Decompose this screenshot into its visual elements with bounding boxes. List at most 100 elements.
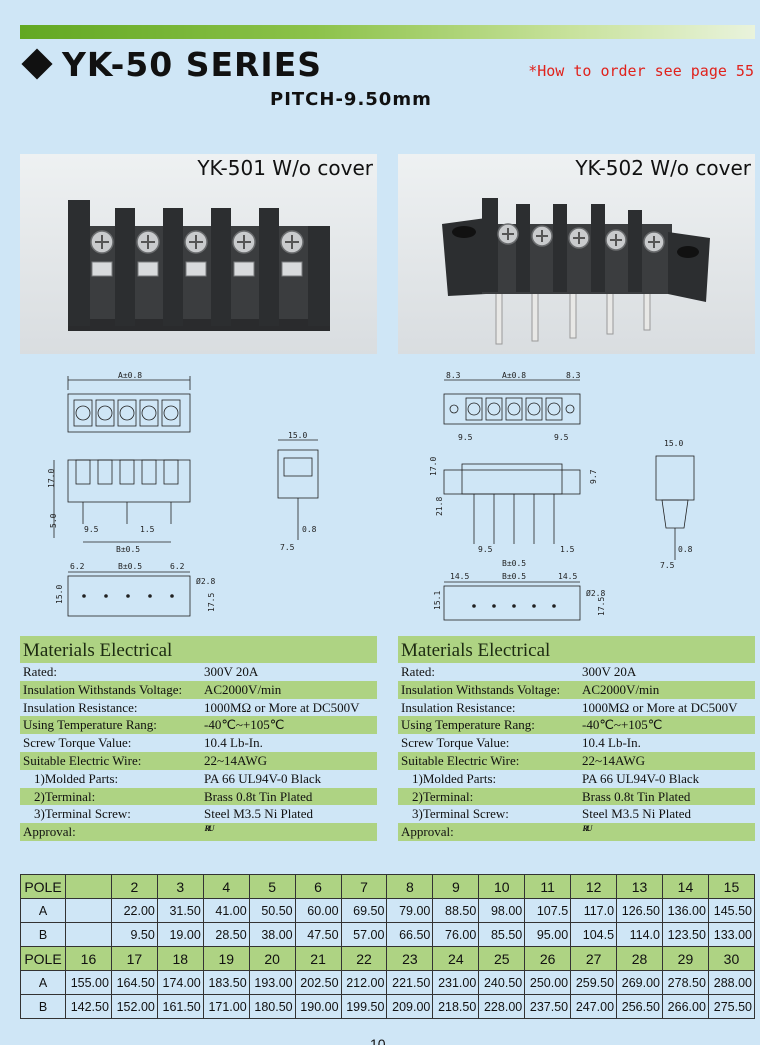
dim-a: A±0.8 bbox=[502, 371, 526, 380]
dim-8-3-left: 8.3 bbox=[446, 371, 461, 380]
table-cell: 79.00 bbox=[386, 898, 434, 923]
table-cell: 26 bbox=[524, 946, 572, 971]
dim-15: 15.0 bbox=[288, 431, 307, 440]
table-cell: 10 bbox=[478, 874, 526, 899]
table-cell: 240.50 bbox=[478, 970, 526, 995]
table-cell: 123.50 bbox=[661, 922, 709, 947]
table-cell: 76.00 bbox=[432, 922, 480, 947]
table-cell: 66.50 bbox=[386, 922, 434, 947]
spec-row-temperature: Using Temperature Rang:-40℃~+105℃ bbox=[398, 716, 755, 735]
order-note: *How to order see page 55 bbox=[528, 62, 754, 80]
photo-caption-yk501: YK-501 W/o cover bbox=[197, 156, 373, 180]
table-cell: 104.5 bbox=[570, 922, 618, 947]
table-cell: 231.00 bbox=[432, 970, 480, 995]
table-cell: 38.00 bbox=[248, 922, 296, 947]
table-cell: 4 bbox=[202, 874, 250, 899]
dim-6-2-right: 6.2 bbox=[170, 562, 185, 571]
table-cell: 247.00 bbox=[570, 994, 618, 1019]
row-label: POLE bbox=[20, 946, 66, 971]
dim-17: 17.0 bbox=[47, 469, 56, 488]
spec-row-insulation: Insulation Resistance:1000MΩ or More at … bbox=[401, 699, 738, 715]
table-cell: 6 bbox=[294, 874, 342, 899]
table-cell: 237.50 bbox=[524, 994, 572, 1019]
table-cell: 126.50 bbox=[616, 898, 663, 923]
table-cell: 202.50 bbox=[294, 970, 342, 995]
table-cell: 13 bbox=[616, 874, 663, 899]
table-cell: 22 bbox=[340, 946, 388, 971]
dim-1-5: 1.5 bbox=[140, 525, 155, 534]
table-cell: 20 bbox=[248, 946, 296, 971]
spec-row-terminal: 2)Terminal:Brass 0.8t Tin Plated bbox=[20, 787, 377, 806]
dim-b-bottom: B±0.5 bbox=[502, 572, 526, 581]
spec-row-wire: Suitable Electric Wire:22~14AWG bbox=[398, 751, 755, 770]
pitch-label: PITCH-9.50mm bbox=[270, 89, 432, 110]
table-cell: 269.00 bbox=[616, 970, 663, 995]
page-number: 10 bbox=[370, 1036, 386, 1045]
dim-7-5: 7.5 bbox=[660, 561, 675, 570]
spec-title: Materials Electrical bbox=[398, 636, 755, 663]
ul-recognized-icon: ᴿᵁ bbox=[582, 824, 592, 840]
dim-17: 17.0 bbox=[429, 457, 438, 476]
table-cell: 278.50 bbox=[661, 970, 709, 995]
table-cell: 161.50 bbox=[156, 994, 204, 1019]
dim-9-7: 9.7 bbox=[589, 469, 598, 484]
spec-row-rated: Rated:300V 20A bbox=[23, 664, 259, 679]
table-cell: 98.00 bbox=[478, 898, 526, 923]
table-cell: 95.00 bbox=[524, 922, 572, 947]
table-cell: 145.50 bbox=[707, 898, 756, 923]
table-cell: 193.00 bbox=[248, 970, 296, 995]
table-cell: 47.50 bbox=[294, 922, 342, 947]
header-gradient-bar bbox=[20, 25, 755, 39]
table-cell: 221.50 bbox=[386, 970, 434, 995]
table-cell: 266.00 bbox=[661, 994, 709, 1019]
table-cell: 117.0 bbox=[570, 898, 618, 923]
table-cell: 250.00 bbox=[524, 970, 572, 995]
table-cell: 136.00 bbox=[661, 898, 709, 923]
table-cell: 21 bbox=[294, 946, 342, 971]
table-cell: 57.00 bbox=[340, 922, 388, 947]
dim-0-8: 0.8 bbox=[678, 545, 693, 554]
terminal-block-5pole-icon bbox=[68, 200, 330, 331]
dim-15: 15.0 bbox=[664, 439, 683, 448]
dim-6-2-left: 6.2 bbox=[70, 562, 85, 571]
table-cell: 155.00 bbox=[65, 970, 112, 995]
table-cell: 15 bbox=[707, 874, 756, 899]
table-cell: 228.00 bbox=[478, 994, 526, 1019]
spec-row-withstand: Insulation Withstands Voltage:AC2000V/mi… bbox=[398, 680, 755, 699]
photo-caption-yk502: YK-502 W/o cover bbox=[575, 156, 751, 180]
table-cell: 183.50 bbox=[202, 970, 250, 995]
dim-17-5: 17.5 bbox=[597, 597, 606, 616]
spec-panel-yk501: Materials Electrical Rated:300V 20A Insu… bbox=[20, 636, 377, 841]
table-cell: 2 bbox=[110, 874, 158, 899]
row-label: B bbox=[20, 922, 66, 947]
table-cell: 218.50 bbox=[432, 994, 480, 1019]
dim-hole-diameter: Ø2.8 bbox=[586, 588, 605, 598]
dim-0-8: 0.8 bbox=[302, 525, 317, 534]
table-cell: 30 bbox=[707, 946, 756, 971]
dim-9-5-right: 9.5 bbox=[554, 433, 569, 442]
spec-row-screw: 3)Terminal Screw:Steel M3.5 Ni Plated bbox=[412, 806, 692, 822]
table-cell: 164.50 bbox=[110, 970, 158, 995]
dim-8-3-right: 8.3 bbox=[566, 371, 581, 380]
table-cell: 107.5 bbox=[524, 898, 572, 923]
series-title: YK-50 SERIES bbox=[20, 44, 322, 84]
table-cell: 209.00 bbox=[386, 994, 434, 1019]
table-cell: 256.50 bbox=[616, 994, 663, 1019]
table-cell: 275.50 bbox=[707, 994, 756, 1019]
table-cell: 19.00 bbox=[156, 922, 204, 947]
top-view-screws bbox=[73, 399, 181, 427]
spec-row-torque: Screw Torque Value:10.4 Lb-In. bbox=[401, 735, 641, 751]
spec-panel-yk502: Materials Electrical Rated:300V 20A Insu… bbox=[398, 636, 755, 841]
table-cell: 24 bbox=[432, 946, 480, 971]
table-cell: 8 bbox=[386, 874, 434, 899]
terminal-block-with-pins-icon bbox=[442, 198, 710, 345]
table-cell: 28 bbox=[616, 946, 663, 971]
spec-row-screw: 3)Terminal Screw:Steel M3.5 Ni Plated bbox=[34, 806, 314, 822]
row-label: A bbox=[20, 898, 66, 923]
dim-a: A±0.8 bbox=[118, 371, 142, 380]
